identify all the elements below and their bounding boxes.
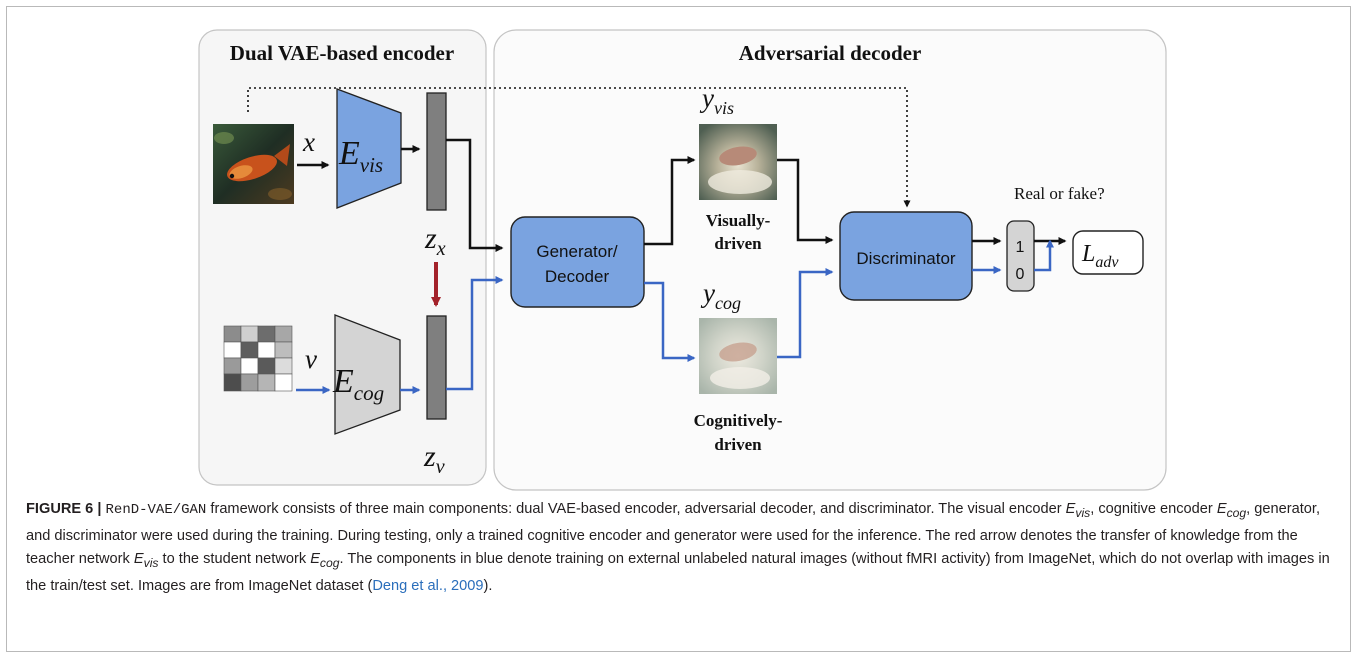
cognitively-driven-reconstruction-image (699, 318, 777, 394)
generator-label-line1: Generator/ (536, 242, 618, 261)
arrow-yvis-to-discriminator (777, 158, 834, 244)
framework-diagram: Dual VAE-based encoder Adversarial decod… (198, 29, 1167, 491)
arrow-generator-to-yvis (644, 156, 696, 246)
real-or-fake-label: Real or fake? (1014, 184, 1105, 203)
input-x-label: x (302, 127, 315, 157)
arrow-output-to-loss-blue (1034, 239, 1054, 272)
arrow-zx-to-generator (446, 138, 504, 252)
caption-ecog-sub: cog (1226, 505, 1247, 520)
caption-part6: ). (483, 577, 493, 594)
caption-evis-base: E (1065, 501, 1076, 517)
arrow-generator-to-ycog (644, 281, 696, 362)
figure-label: FIGURE 6 | (26, 501, 102, 517)
visually-driven-line1: Visually- (706, 211, 771, 230)
decoder-section-title: Adversarial decoder (739, 41, 922, 65)
visually-driven-reconstruction-image (699, 124, 777, 200)
decoder-section-panel (493, 29, 1167, 491)
caption-part1: framework consists of three main compone… (206, 501, 1066, 517)
latent-zv-label: zv (423, 440, 445, 478)
cognitively-driven-line1: Cognitively- (694, 411, 783, 430)
input-v-label: v (305, 344, 317, 374)
evis-label: Evis (338, 135, 383, 177)
input-v-voxel-grid (223, 325, 293, 392)
input-image-fish (213, 124, 294, 204)
output-zero: 0 (1016, 266, 1025, 283)
visually-driven-line2: driven (714, 234, 762, 253)
discriminator-box (839, 211, 973, 301)
caption-part4: to the student network (158, 550, 311, 567)
cognitive-encoder-ecog (334, 314, 401, 435)
generator-decoder-box (510, 216, 645, 308)
citation-link[interactable]: Deng et al., 2009 (372, 577, 484, 594)
output-one: 1 (1016, 239, 1025, 256)
latent-bar-zx (426, 92, 447, 211)
figure-caption: FIGURE 6 | RenD-VAE/GAN framework consis… (26, 498, 1336, 598)
cognitively-driven-line2: driven (714, 435, 762, 454)
caption-ecog2-base: E (310, 550, 320, 567)
caption-evis2-base: E (133, 550, 144, 567)
skip-connection-dotted-arrow (247, 87, 911, 208)
arrow-ycog-to-discriminator (777, 268, 834, 359)
caption-ecog2-sub: cog (319, 555, 340, 570)
ecog-label: Ecog (332, 363, 384, 405)
latent-zx-label: zx (424, 222, 446, 260)
arrow-zv-to-generator (446, 276, 504, 391)
caption-part3: , generator, and discriminator were used… (26, 501, 1321, 567)
real-fake-output-box (1006, 220, 1035, 292)
caption-evis-sub: vis (1075, 505, 1091, 520)
discriminator-label: Discriminator (856, 249, 956, 268)
model-name: RenD-VAE/GAN (105, 502, 207, 518)
caption-part2: , cognitive encoder (1090, 501, 1217, 517)
caption-ecog-base: E (1216, 501, 1227, 517)
encoder-section-title: Dual VAE-based encoder (230, 41, 454, 65)
visual-encoder-evis (336, 88, 402, 209)
yvis-label: yvis (699, 83, 734, 118)
adversarial-loss-box (1072, 230, 1144, 275)
adversarial-loss-label: Ladv (1081, 241, 1119, 271)
ycog-label: ycog (700, 278, 741, 313)
caption-evis2-sub: vis (143, 555, 159, 570)
generator-label-line2: Decoder (545, 267, 610, 286)
latent-bar-zv (426, 315, 447, 420)
caption-part5: . The components in blue denote training… (26, 550, 1330, 594)
